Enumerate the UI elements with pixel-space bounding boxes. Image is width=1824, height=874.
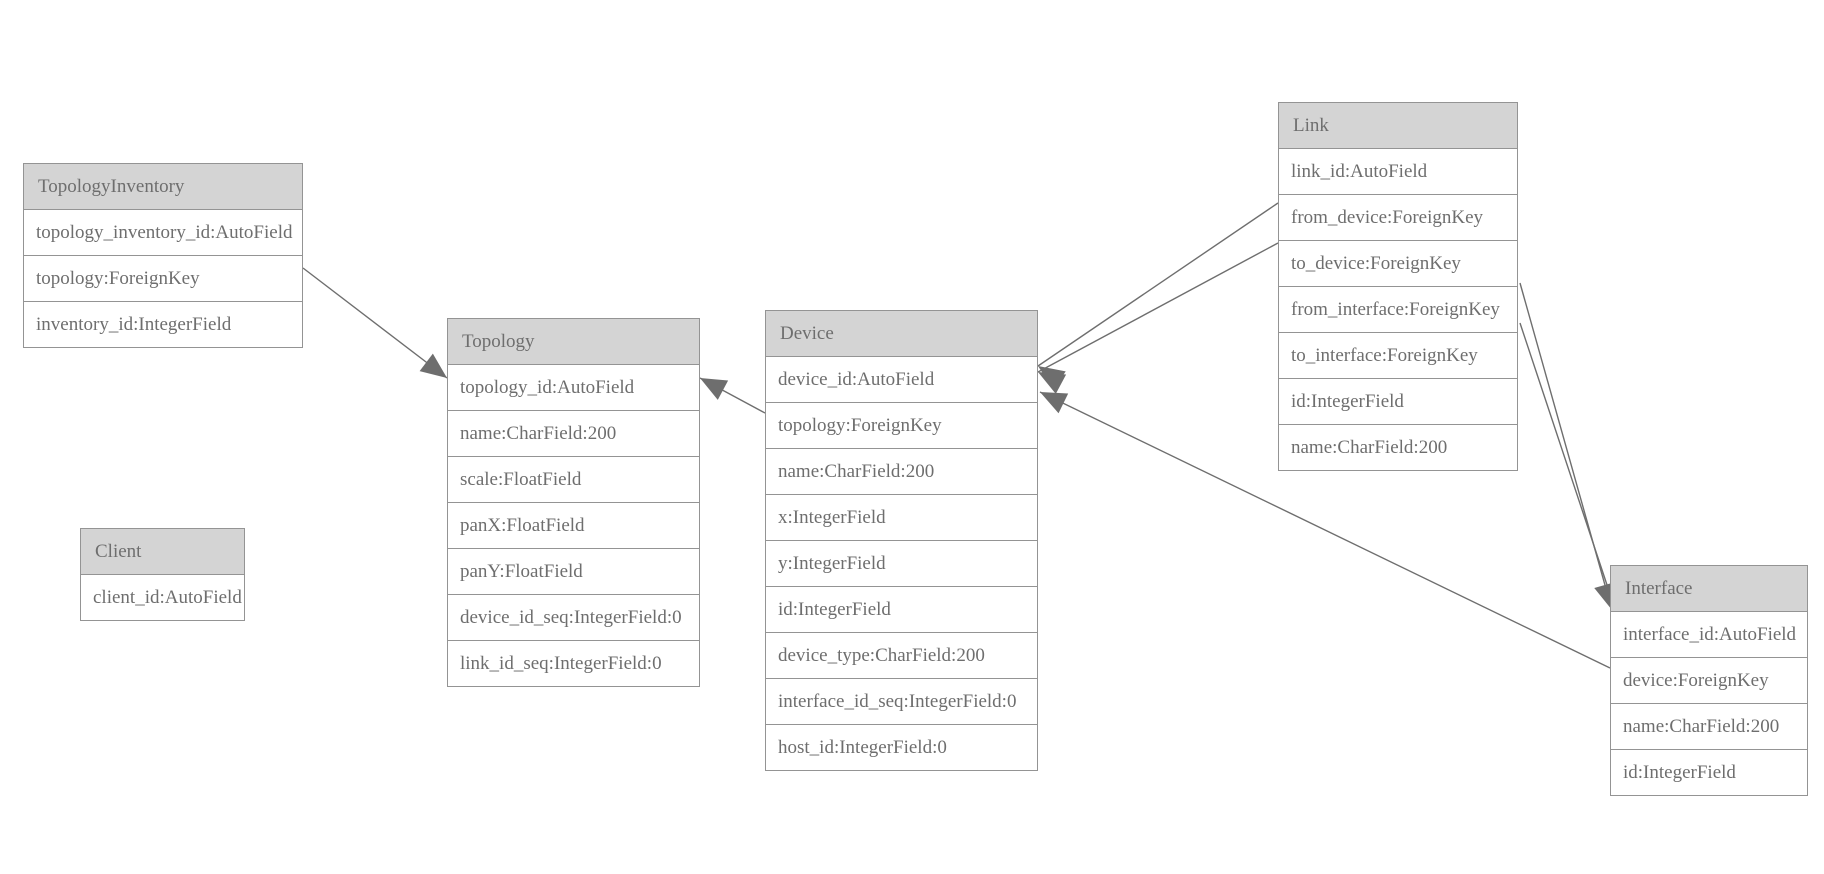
field-row[interactable]: device_id:AutoField (766, 357, 1037, 403)
relation-arrowhead-icon (1040, 392, 1069, 414)
field-row[interactable]: interface_id:AutoField (1611, 612, 1807, 658)
field-row[interactable]: link_id_seq:IntegerField:0 (448, 641, 699, 686)
field-row[interactable]: panY:FloatField (448, 549, 699, 595)
field-row[interactable]: id:IntegerField (766, 587, 1037, 633)
relation-link-to-device (1037, 242, 1279, 394)
relation-device-topology (699, 377, 766, 414)
relation-link-from-device (1037, 202, 1279, 390)
field-row[interactable]: link_id:AutoField (1279, 149, 1517, 195)
field-row[interactable]: to_device:ForeignKey (1279, 241, 1517, 287)
field-row[interactable]: from_device:ForeignKey (1279, 195, 1517, 241)
field-row[interactable]: id:IntegerField (1279, 379, 1517, 425)
relation-line (302, 267, 448, 379)
entity-title-interface: Interface (1611, 566, 1807, 612)
entity-title-topology_inventory: TopologyInventory (24, 164, 302, 210)
field-row[interactable]: host_id:IntegerField:0 (766, 725, 1037, 770)
field-row[interactable]: x:IntegerField (766, 495, 1037, 541)
relation-link-from-interface (1519, 282, 1616, 611)
field-row[interactable]: client_id:AutoField (81, 575, 244, 620)
entity-fields-client: client_id:AutoField (81, 575, 244, 620)
field-row[interactable]: inventory_id:IntegerField (24, 302, 302, 347)
entity-title-link: Link (1279, 103, 1517, 149)
field-row[interactable]: device:ForeignKey (1611, 658, 1807, 704)
relation-line (1037, 202, 1279, 367)
entity-title-client: Client (81, 529, 244, 575)
field-row[interactable]: interface_id_seq:IntegerField:0 (766, 679, 1037, 725)
entity-title-device: Device (766, 311, 1037, 357)
field-row[interactable]: topology:ForeignKey (766, 403, 1037, 449)
field-row[interactable]: name:CharField:200 (1611, 704, 1807, 750)
relation-line (1519, 282, 1613, 611)
field-row[interactable]: name:CharField:200 (448, 411, 699, 457)
field-row[interactable]: topology:ForeignKey (24, 256, 302, 302)
field-row[interactable]: from_interface:ForeignKey (1279, 287, 1517, 333)
field-row[interactable]: name:CharField:200 (766, 449, 1037, 495)
entity-title-topology: Topology (448, 319, 699, 365)
field-row[interactable]: panX:FloatField (448, 503, 699, 549)
field-row[interactable]: topology_inventory_id:AutoField (24, 210, 302, 256)
relation-line (1037, 242, 1279, 373)
field-row[interactable]: name:CharField:200 (1279, 425, 1517, 470)
field-row[interactable]: y:IntegerField (766, 541, 1037, 587)
field-row[interactable]: to_interface:ForeignKey (1279, 333, 1517, 379)
field-row[interactable]: scale:FloatField (448, 457, 699, 503)
relation-topologyinventory-topology (302, 267, 448, 379)
relation-line (699, 377, 766, 414)
field-row[interactable]: device_id_seq:IntegerField:0 (448, 595, 699, 641)
field-row[interactable]: id:IntegerField (1611, 750, 1807, 795)
field-row[interactable]: device_type:CharField:200 (766, 633, 1037, 679)
relation-line (1519, 322, 1617, 613)
field-row[interactable]: topology_id:AutoField (448, 365, 699, 411)
